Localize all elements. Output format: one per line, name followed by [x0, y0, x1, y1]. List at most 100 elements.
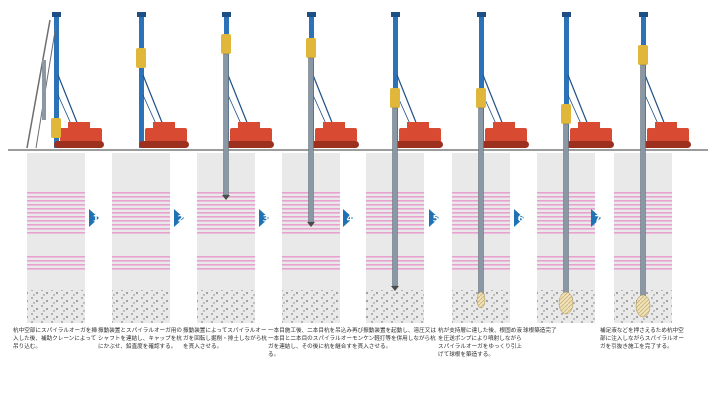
soil-layer-hatch — [112, 255, 170, 271]
crawler-body — [60, 128, 102, 142]
gravel-layer — [27, 290, 85, 323]
step-arrow — [343, 209, 353, 227]
rig-mast — [393, 15, 398, 148]
crawler-track — [54, 141, 104, 148]
step-caption: 振動装置とスパイラルオーガ用のシャフトを連結し、キャップを杭にかぶせ、鉛直度を確… — [98, 328, 182, 350]
soil-layer-hatch — [112, 192, 170, 235]
step-panel: 3 — [259, 12, 359, 323]
step-panel: 6 — [514, 12, 614, 323]
grout-bulb — [558, 291, 574, 315]
assist-crane-boom — [26, 19, 51, 149]
mast-top — [307, 12, 316, 17]
crawler-cab — [407, 122, 429, 130]
crawler-track — [224, 141, 274, 148]
mast-top — [639, 12, 648, 17]
step-number: 4 — [347, 214, 353, 224]
crawler-cab — [238, 122, 260, 130]
step-caption: 振動装置によってスパイラルオーガを回転し掘削・排土しながら杭を貫入させる。 — [183, 328, 267, 350]
step-number: 2 — [178, 214, 184, 224]
steel-pile — [563, 123, 569, 306]
crawler-body — [145, 128, 187, 142]
steel-pile — [308, 57, 314, 223]
gravel-layer — [366, 290, 424, 323]
auger-tip — [391, 286, 399, 291]
step-arrow — [514, 209, 524, 227]
crawler-cab — [493, 122, 515, 130]
vibro-hammer — [221, 34, 231, 54]
vibro-hammer — [561, 104, 571, 124]
step-number: 1 — [93, 214, 99, 224]
step-caption: 杭中空部にスパイラルオーガを挿入した後、補助クレーンによって吊り込む。 — [13, 328, 97, 350]
step-panel: 4 — [343, 12, 443, 323]
step-caption: 補足液などを押さえるため杭中空部に注入しながらスパイラルオーガを引抜き施工を完了… — [600, 328, 684, 350]
soil-layer-hatch — [282, 255, 340, 271]
gravel-layer — [112, 290, 170, 323]
auger-tip — [222, 195, 230, 200]
suspended-pile — [42, 60, 46, 120]
step-panel: 5 — [429, 12, 529, 323]
crawler-cab — [655, 122, 677, 130]
step-arrow — [429, 209, 439, 227]
crawler-body — [399, 128, 441, 142]
crawler-track — [479, 141, 529, 148]
step-number: 3 — [263, 214, 269, 224]
mast-top — [477, 12, 486, 17]
auger-tip — [307, 222, 315, 227]
step-arrow — [89, 209, 99, 227]
gravel-layer — [282, 290, 340, 323]
crawler-body — [570, 128, 612, 142]
step-caption: 球根築造完了 — [523, 328, 557, 334]
grout-bulb — [476, 291, 486, 309]
crawler-track — [393, 141, 443, 148]
crawler-track — [564, 141, 614, 148]
vibro-hammer — [476, 88, 486, 108]
mast-top — [137, 12, 146, 17]
crawler-cab — [68, 122, 90, 130]
step-panel: 7 — [591, 12, 691, 323]
step-arrow — [591, 209, 601, 227]
steel-pile — [640, 64, 646, 309]
step-caption: 一本目施工後、二本目杭を吊込み一本目と二本目のスパイラルオーガを連結し、その後に… — [268, 328, 352, 358]
step-arrow — [259, 209, 269, 227]
step-number: 7 — [595, 214, 601, 224]
rig-mast — [564, 15, 569, 148]
crawler-track — [641, 141, 691, 148]
rig-mast — [139, 15, 144, 148]
vibro-hammer — [136, 48, 146, 68]
mast-top — [52, 12, 61, 17]
gravel-layer — [197, 290, 255, 323]
mast-top — [391, 12, 400, 17]
crawler-cab — [578, 122, 600, 130]
mast-top — [222, 12, 231, 17]
grout-bulb — [635, 294, 651, 318]
crawler-cab — [323, 122, 345, 130]
steel-pile — [223, 53, 229, 196]
step-caption: 再び振動装置を起動し、溶圧又はモンケン軽打等を併用しながら杭を貫入させる。 — [352, 328, 436, 350]
step-arrow — [174, 209, 184, 227]
vibro-hammer — [390, 88, 400, 108]
soil-layer-hatch — [197, 255, 255, 271]
vibro-hammer — [306, 38, 316, 58]
soil-layer-hatch — [27, 255, 85, 271]
step-panel — [26, 12, 104, 323]
crawler-body — [647, 128, 689, 142]
crawler-track — [309, 141, 359, 148]
crawler-cab — [153, 122, 175, 130]
vibro-hammer — [51, 118, 61, 138]
crawler-body — [485, 128, 527, 142]
soil-layer-hatch — [27, 192, 85, 235]
step-panel: 2 — [174, 12, 274, 323]
rig-mast — [479, 15, 484, 148]
crawler-body — [315, 128, 357, 142]
rig-mast — [54, 15, 59, 148]
step-caption: 杭が支持層に達した後、根固め液を圧送ポンプにより噴射しながらスパイラルオーガをゆ… — [438, 328, 522, 358]
steel-pile — [478, 107, 484, 303]
steel-pile — [392, 107, 398, 287]
step-panel: 1 — [89, 12, 189, 323]
vibro-hammer — [638, 45, 648, 65]
crawler-track — [139, 141, 189, 148]
crawler-body — [230, 128, 272, 142]
step-number: 6 — [518, 214, 524, 224]
step-number: 5 — [433, 214, 439, 224]
